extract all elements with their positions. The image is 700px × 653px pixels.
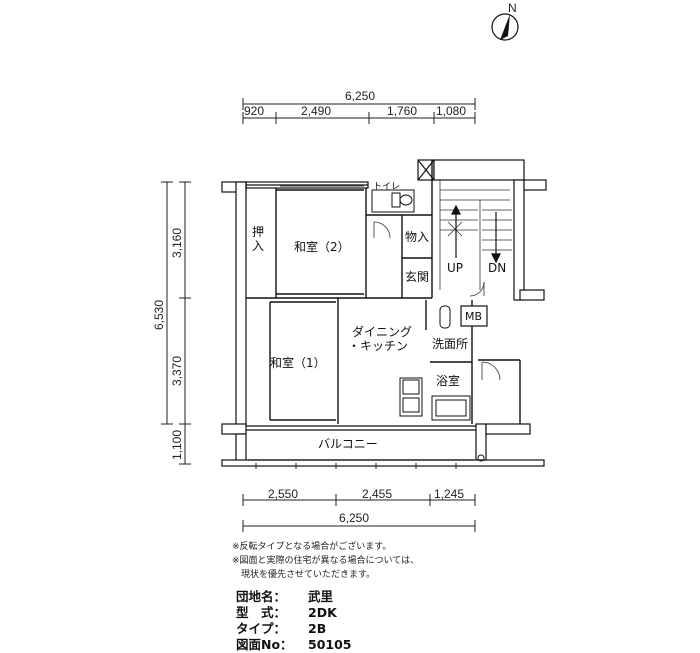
- bottom-total-dimension: 6,250: [339, 511, 369, 525]
- info-value: 武里: [308, 589, 334, 604]
- bathtub-icon: [431, 395, 471, 421]
- label-meter-box: MB: [465, 310, 482, 323]
- info-row: タイプ： 2B: [236, 618, 326, 637]
- windows: [280, 181, 364, 187]
- info-label: 団地名：: [236, 589, 287, 604]
- left-dim-3: 1,100: [170, 430, 184, 460]
- info-value: 2DK: [308, 605, 337, 620]
- top-dim-3: 1,760: [387, 104, 417, 118]
- label-balcony: バルコニー: [318, 437, 378, 451]
- label-washitsu-2: 和室（2）: [294, 239, 350, 254]
- label-up: UP: [447, 261, 463, 275]
- info-row: 団地名： 武里: [236, 586, 333, 605]
- walls: [221, 159, 547, 427]
- label-washitsu-1: 和室（1）: [270, 355, 326, 370]
- bottom-dim-3: 1,245: [434, 487, 464, 501]
- info-row: 型 式： 2DK: [236, 602, 337, 621]
- bottom-dimensions: [242, 494, 476, 532]
- left-dim-2: 3,370: [170, 356, 184, 386]
- note-line-1: ※反転タイプとなる場合がございます。: [232, 542, 392, 552]
- note-line-3: 現状を優先させていただきます。: [232, 570, 376, 580]
- label-washroom: 洗面所: [432, 337, 468, 351]
- compass-label: N: [508, 1, 517, 15]
- entrance-door: [469, 281, 485, 297]
- meter-box: [460, 305, 488, 327]
- info-value: 50105: [308, 637, 352, 652]
- top-dim-4: 1,080: [436, 104, 466, 118]
- balcony-railing-marks: [255, 463, 457, 469]
- label-storage: 物入: [405, 230, 429, 244]
- north-compass-icon: N: [491, 1, 519, 41]
- info-value: 2B: [308, 621, 327, 636]
- bottom-dim-1: 2,550: [268, 487, 298, 501]
- label-dining-kitchen-1: ダイニング: [352, 324, 412, 339]
- info-label: 図面No：: [236, 637, 293, 652]
- note-line-2: ※図面と実際の住宅が異なる場合については、: [232, 556, 420, 566]
- left-dimensions: [161, 181, 191, 465]
- balcony-structure: [221, 423, 545, 467]
- left-total-dimension: 6,530: [152, 300, 166, 330]
- info-label: タイプ：: [236, 621, 287, 636]
- label-bath: 浴室: [436, 373, 460, 388]
- top-dim-1: 920: [244, 104, 264, 118]
- door-swing: [373, 221, 391, 239]
- label-closet-1: 押: [252, 225, 264, 239]
- label-toilet: トイレ: [373, 182, 400, 192]
- interior-walls: [246, 160, 521, 424]
- top-total-dimension: 6,250: [345, 89, 375, 103]
- info-label: 型 式：: [236, 605, 287, 620]
- toilet-icon: [391, 192, 413, 208]
- label-dining-kitchen-2: ・キッチン: [348, 339, 408, 353]
- kitchen-counter: [399, 377, 423, 417]
- bottom-dim-2: 2,455: [362, 487, 392, 501]
- label-down: DN: [488, 261, 506, 275]
- left-dim-1: 3,160: [170, 228, 184, 258]
- top-dimensions: [242, 98, 476, 124]
- label-entrance: 玄関: [405, 269, 429, 284]
- top-dim-2: 2,490: [301, 104, 331, 118]
- info-row: 図面No： 50105: [236, 634, 352, 653]
- label-closet-2: 入: [252, 239, 264, 253]
